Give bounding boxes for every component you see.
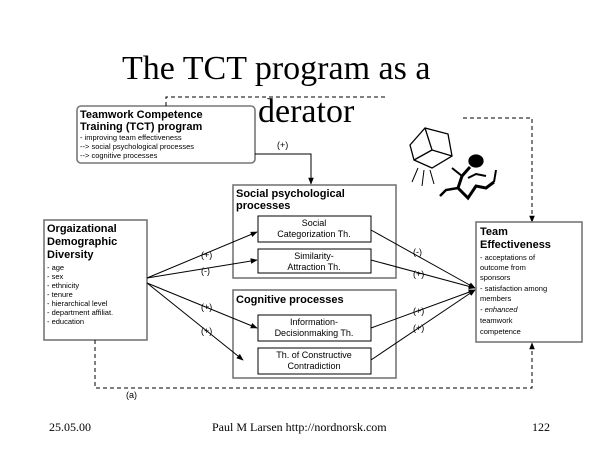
team-item-5: members bbox=[480, 294, 512, 303]
tct-program-box: Teamwork Competence Training (TCT) progr… bbox=[76, 105, 256, 164]
tct-to-team-dashed-line-b bbox=[463, 117, 535, 223]
tct-to-social-sign: (+) bbox=[277, 140, 288, 150]
demo-to-team-dashed-line bbox=[94, 340, 535, 389]
cognitive-to-team-sign-1: (+) bbox=[413, 306, 424, 316]
similarity-attraction-to-team-arrow bbox=[370, 259, 476, 290]
social-categorization-to-team-arrow bbox=[370, 229, 476, 289]
demographic-item-2: - sex bbox=[47, 272, 64, 281]
similarity-attraction-line2: Attraction Th. bbox=[287, 262, 340, 272]
social-to-team-sign-1: (-) bbox=[413, 247, 422, 257]
footer-page-number: 122 bbox=[532, 420, 550, 434]
cognitive-to-team-sign-2: (+) bbox=[413, 323, 424, 333]
cognitive-group-title: Cognitive processes bbox=[236, 294, 344, 306]
cartoon-figure-illustration bbox=[409, 127, 497, 201]
social-group-title-line2: processes bbox=[236, 200, 290, 212]
tct-item-1: - improving team effectiveness bbox=[80, 133, 182, 142]
team-item-2: outcome from bbox=[480, 263, 526, 272]
cognitive-processes-group: Cognitive processes Information- Decisio… bbox=[232, 289, 397, 379]
tct-title-line2: Training (TCT) program bbox=[80, 121, 202, 133]
tct-title-line1: Teamwork Competence bbox=[80, 109, 203, 121]
team-item-4: - satisfaction among bbox=[480, 284, 547, 293]
team-title-line2: Effectiveness bbox=[480, 239, 551, 251]
demo-to-social-sign-1: (+) bbox=[201, 250, 212, 260]
team-effectiveness-box: Team Effectiveness - acceptations of out… bbox=[475, 221, 583, 343]
demo-to-team-sign: (a) bbox=[126, 390, 137, 400]
demographic-title-line2: Demographic bbox=[47, 236, 117, 248]
demo-to-social-categorization-arrow bbox=[146, 231, 258, 279]
social-to-team-sign-2: (+) bbox=[413, 269, 424, 279]
footer-author: Paul M Larsen http://nordnorsk.com bbox=[212, 420, 387, 434]
tct-to-social-arrow bbox=[255, 153, 314, 185]
constructive-contradiction-line1: Th. of Constructive bbox=[276, 350, 352, 360]
tct-item-2: --> social psychological processes bbox=[80, 142, 194, 151]
demographic-diversity-box: Orgaizational Demographic Diversity - ag… bbox=[43, 219, 148, 341]
demo-to-cognitive-sign-2: (+) bbox=[201, 326, 212, 336]
slide-title-line2: derator bbox=[258, 93, 355, 130]
demo-to-cognitive-sign-1: (+) bbox=[201, 302, 212, 312]
social-group-title-line1: Social psychological bbox=[236, 188, 345, 200]
tct-to-team-dashed-line-a bbox=[165, 96, 385, 106]
team-item-1: - acceptations of bbox=[480, 253, 536, 262]
contradiction-to-team-arrow bbox=[370, 289, 476, 361]
information-decisionmaking-line1: Information- bbox=[290, 317, 338, 327]
demo-to-similarity-attraction-arrow bbox=[146, 258, 258, 279]
demographic-item-7: - education bbox=[47, 317, 84, 326]
demographic-item-1: - age bbox=[47, 263, 64, 272]
team-item-8: competence bbox=[480, 327, 521, 336]
demographic-title-line3: Diversity bbox=[47, 249, 94, 261]
demographic-item-5: - hierarchical level bbox=[47, 299, 108, 308]
team-item-6: - enhanced bbox=[480, 305, 518, 314]
slide-title-line1: The TCT program as a bbox=[122, 50, 430, 87]
information-to-team-arrow bbox=[370, 289, 476, 329]
demographic-item-3: - ethnicity bbox=[47, 281, 79, 290]
constructive-contradiction-line2: Contradiction bbox=[287, 361, 340, 371]
tct-item-3: --> cognitive processes bbox=[80, 151, 158, 160]
team-item-3: sponsors bbox=[480, 273, 511, 282]
social-categorization-line2: Categorization Th. bbox=[277, 229, 350, 239]
footer-date: 25.05.00 bbox=[49, 420, 91, 434]
social-categorization-line1: Social bbox=[302, 218, 327, 228]
demo-to-information-arrow bbox=[146, 282, 258, 329]
demographic-item-4: - tenure bbox=[47, 290, 73, 299]
social-processes-group: Social psychological processes Social Ca… bbox=[232, 184, 397, 279]
similarity-attraction-line1: Similarity- bbox=[294, 251, 334, 261]
demographic-title-line1: Orgaizational bbox=[47, 223, 117, 235]
demo-to-social-sign-2: (-) bbox=[201, 266, 210, 276]
team-title-line1: Team bbox=[480, 226, 508, 238]
demo-to-contradiction-arrow bbox=[146, 282, 244, 361]
information-decisionmaking-line2: Decisionmaking Th. bbox=[275, 328, 354, 338]
demographic-item-6: - department affiliat. bbox=[47, 308, 113, 317]
team-item-7: teamwork bbox=[480, 316, 513, 325]
